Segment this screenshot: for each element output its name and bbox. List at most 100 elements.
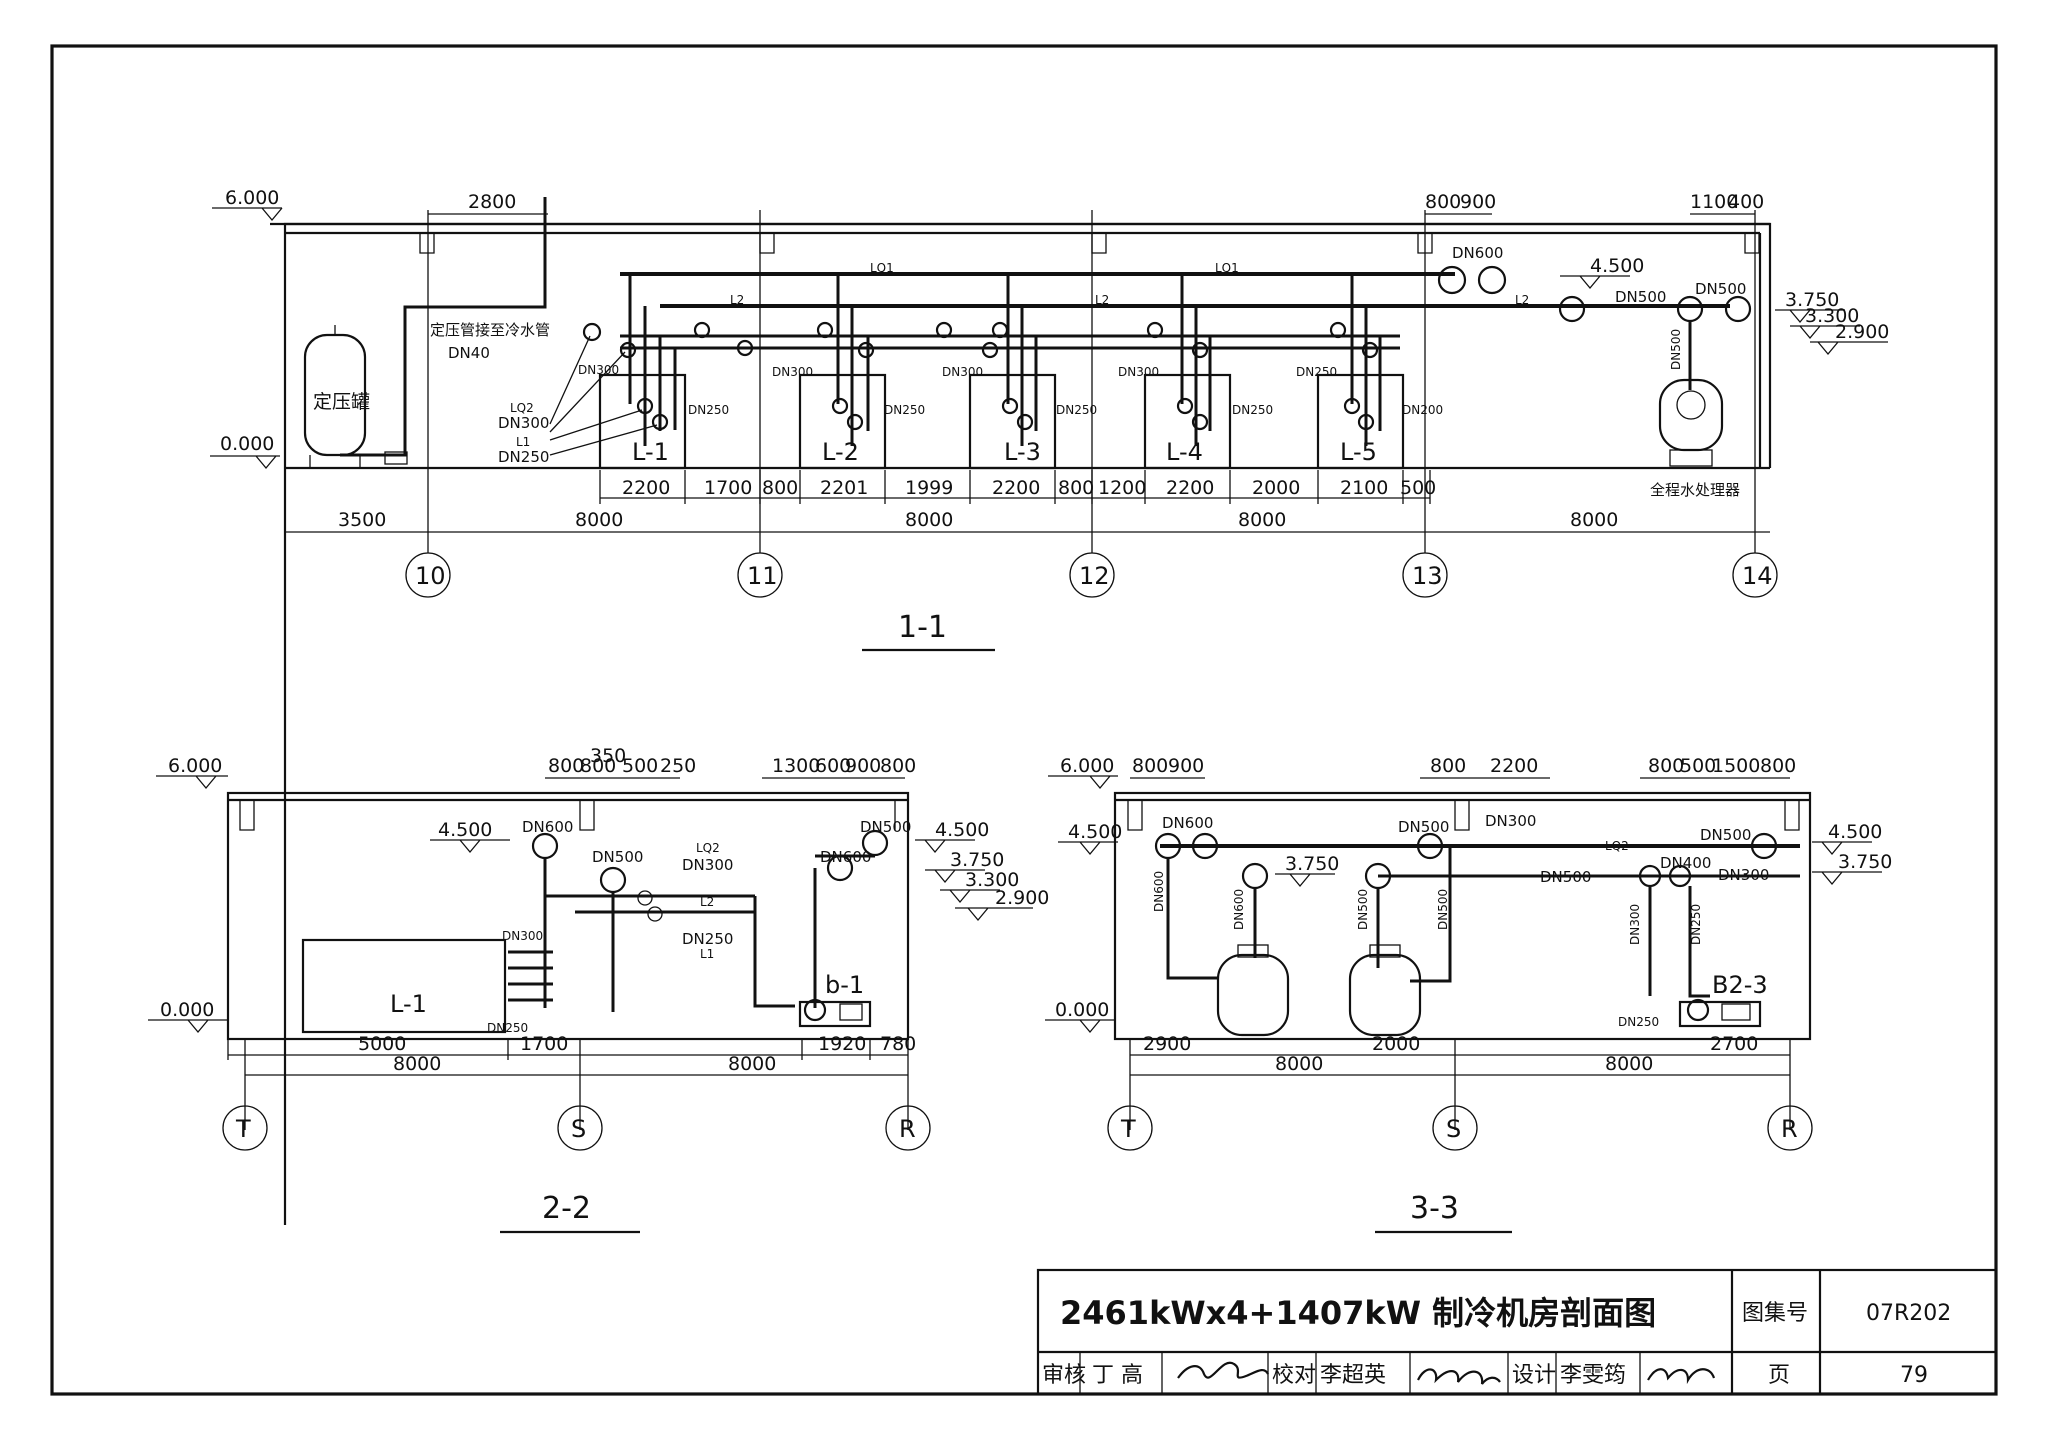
svg-text:LQ2: LQ2 xyxy=(696,841,720,855)
svg-text:800: 800 xyxy=(1648,755,1684,777)
svg-text:DN300: DN300 xyxy=(498,414,549,432)
svg-text:14: 14 xyxy=(1742,562,1773,590)
pump-B2-3: B2-3 xyxy=(1678,971,1768,1028)
svg-text:800: 800 xyxy=(580,755,616,777)
svg-text:2000: 2000 xyxy=(1252,477,1300,499)
svg-text:800: 800 xyxy=(1132,755,1168,777)
axis-bubbles-3-3: T S R xyxy=(1107,1105,1813,1151)
svg-text:b-1: b-1 xyxy=(825,971,864,999)
svg-text:DN300: DN300 xyxy=(502,929,543,943)
svg-text:900: 900 xyxy=(1168,755,1204,777)
svg-text:DN250: DN250 xyxy=(1689,904,1703,945)
svg-text:250: 250 xyxy=(660,755,696,777)
svg-text:设计: 设计 xyxy=(1512,1363,1556,1388)
svg-text:DN300: DN300 xyxy=(772,365,813,379)
equipment-tanks-3-3 xyxy=(1216,944,1422,1037)
svg-text:800: 800 xyxy=(762,477,798,499)
svg-text:L-1: L-1 xyxy=(632,438,669,466)
svg-text:1700: 1700 xyxy=(704,477,752,499)
svg-text:R: R xyxy=(899,1115,916,1143)
svg-text:L2: L2 xyxy=(1095,293,1109,307)
tank-pipe-size: DN40 xyxy=(448,344,490,362)
svg-text:DN500: DN500 xyxy=(1695,280,1746,298)
svg-text:2100: 2100 xyxy=(1340,477,1388,499)
svg-text:DN250: DN250 xyxy=(688,403,729,417)
svg-text:1500: 1500 xyxy=(1712,755,1760,777)
svg-text:2200: 2200 xyxy=(622,477,670,499)
svg-text:12: 12 xyxy=(1079,562,1110,590)
svg-text:2200: 2200 xyxy=(992,477,1040,499)
elev-4500: 4.500 xyxy=(1590,255,1644,277)
svg-text:350: 350 xyxy=(590,745,626,767)
svg-text:2200: 2200 xyxy=(1166,477,1214,499)
svg-text:1200: 1200 xyxy=(1098,477,1146,499)
svg-text:3.750: 3.750 xyxy=(950,849,1004,871)
svg-text:L-5: L-5 xyxy=(1340,438,1377,466)
svg-text:1700: 1700 xyxy=(520,1033,568,1055)
svg-text:4.500: 4.500 xyxy=(438,819,492,841)
svg-text:800: 800 xyxy=(1058,477,1094,499)
svg-text:4.500: 4.500 xyxy=(1828,821,1882,843)
atlas-number: 07R202 xyxy=(1866,1301,1951,1326)
chiller-L-1 xyxy=(598,373,687,470)
svg-text:10: 10 xyxy=(415,562,446,590)
svg-text:L-1: L-1 xyxy=(390,990,427,1018)
svg-text:8000: 8000 xyxy=(575,509,623,531)
svg-text:DN500: DN500 xyxy=(1669,329,1683,370)
svg-text:R: R xyxy=(1781,1115,1798,1143)
dim-2800: 2800 xyxy=(468,191,516,213)
page-number: 79 xyxy=(1900,1363,1928,1388)
svg-text:DN600: DN600 xyxy=(1162,814,1213,832)
pump-b-1: b-1 xyxy=(798,971,872,1028)
svg-text:1920: 1920 xyxy=(818,1033,866,1055)
svg-text:DN600: DN600 xyxy=(1452,244,1503,262)
svg-text:DN300: DN300 xyxy=(682,856,733,874)
svg-text:8000: 8000 xyxy=(1238,509,1286,531)
water-treater: 全程水处理器 xyxy=(1650,378,1740,499)
svg-text:DN250: DN250 xyxy=(1618,1015,1659,1029)
svg-text:1300: 1300 xyxy=(772,755,820,777)
svg-text:T: T xyxy=(1120,1115,1136,1143)
svg-text:DN300: DN300 xyxy=(942,365,983,379)
axis-bubbles-1-1: 10 11 12 13 14 xyxy=(405,540,1778,598)
chiller-L-4 xyxy=(1143,373,1232,470)
section-2-2: 6.000 4.500 0.000 4.500 3.750 3.300 2.90… xyxy=(148,745,1049,1234)
elev-0000: 0.000 xyxy=(220,433,274,455)
svg-text:DN250: DN250 xyxy=(884,403,925,417)
svg-text:DN500: DN500 xyxy=(1540,868,1591,886)
section-3-3: 6.000 4.500 3.750 0.000 4.500 3.750 800 … xyxy=(1045,755,1892,1234)
checker-signature xyxy=(1417,1368,1501,1385)
svg-text:DN600: DN600 xyxy=(522,818,573,836)
svg-text:DN500: DN500 xyxy=(1398,818,1449,836)
svg-text:页: 页 xyxy=(1768,1363,1790,1388)
svg-text:2201: 2201 xyxy=(820,477,868,499)
elev-6000: 6.000 xyxy=(225,187,279,209)
svg-text:8000: 8000 xyxy=(1570,509,1618,531)
svg-text:DN600: DN600 xyxy=(1232,889,1246,930)
svg-text:DN200: DN200 xyxy=(1402,403,1443,417)
section-1-1-title: 1-1 xyxy=(898,610,947,645)
svg-text:3.300: 3.300 xyxy=(965,869,1019,891)
svg-text:8000: 8000 xyxy=(1605,1053,1653,1075)
svg-text:800: 800 xyxy=(1760,755,1796,777)
designer-signature xyxy=(1647,1368,1716,1385)
svg-text:丁 高: 丁 高 xyxy=(1092,1363,1143,1388)
svg-text:DN500: DN500 xyxy=(1356,889,1370,930)
svg-text:600: 600 xyxy=(815,755,851,777)
svg-text:DN250: DN250 xyxy=(498,448,549,466)
svg-text:李超英: 李超英 xyxy=(1320,1363,1386,1388)
svg-text:DN600: DN600 xyxy=(1152,871,1166,912)
svg-text:L1: L1 xyxy=(516,435,530,449)
svg-text:8000: 8000 xyxy=(728,1053,776,1075)
svg-text:6.000: 6.000 xyxy=(168,755,222,777)
svg-text:B2-3: B2-3 xyxy=(1712,971,1768,999)
elev-3300: 3.300 xyxy=(1805,305,1859,327)
chiller-L-3 xyxy=(968,373,1057,470)
svg-text:DN300: DN300 xyxy=(1718,866,1769,884)
chiller-L-1-side xyxy=(301,938,507,1034)
svg-text:DN500: DN500 xyxy=(592,848,643,866)
svg-text:DN250: DN250 xyxy=(1296,365,1337,379)
svg-text:780: 780 xyxy=(880,1033,916,1055)
svg-text:800: 800 xyxy=(1430,755,1466,777)
svg-text:DN300: DN300 xyxy=(1485,812,1536,830)
